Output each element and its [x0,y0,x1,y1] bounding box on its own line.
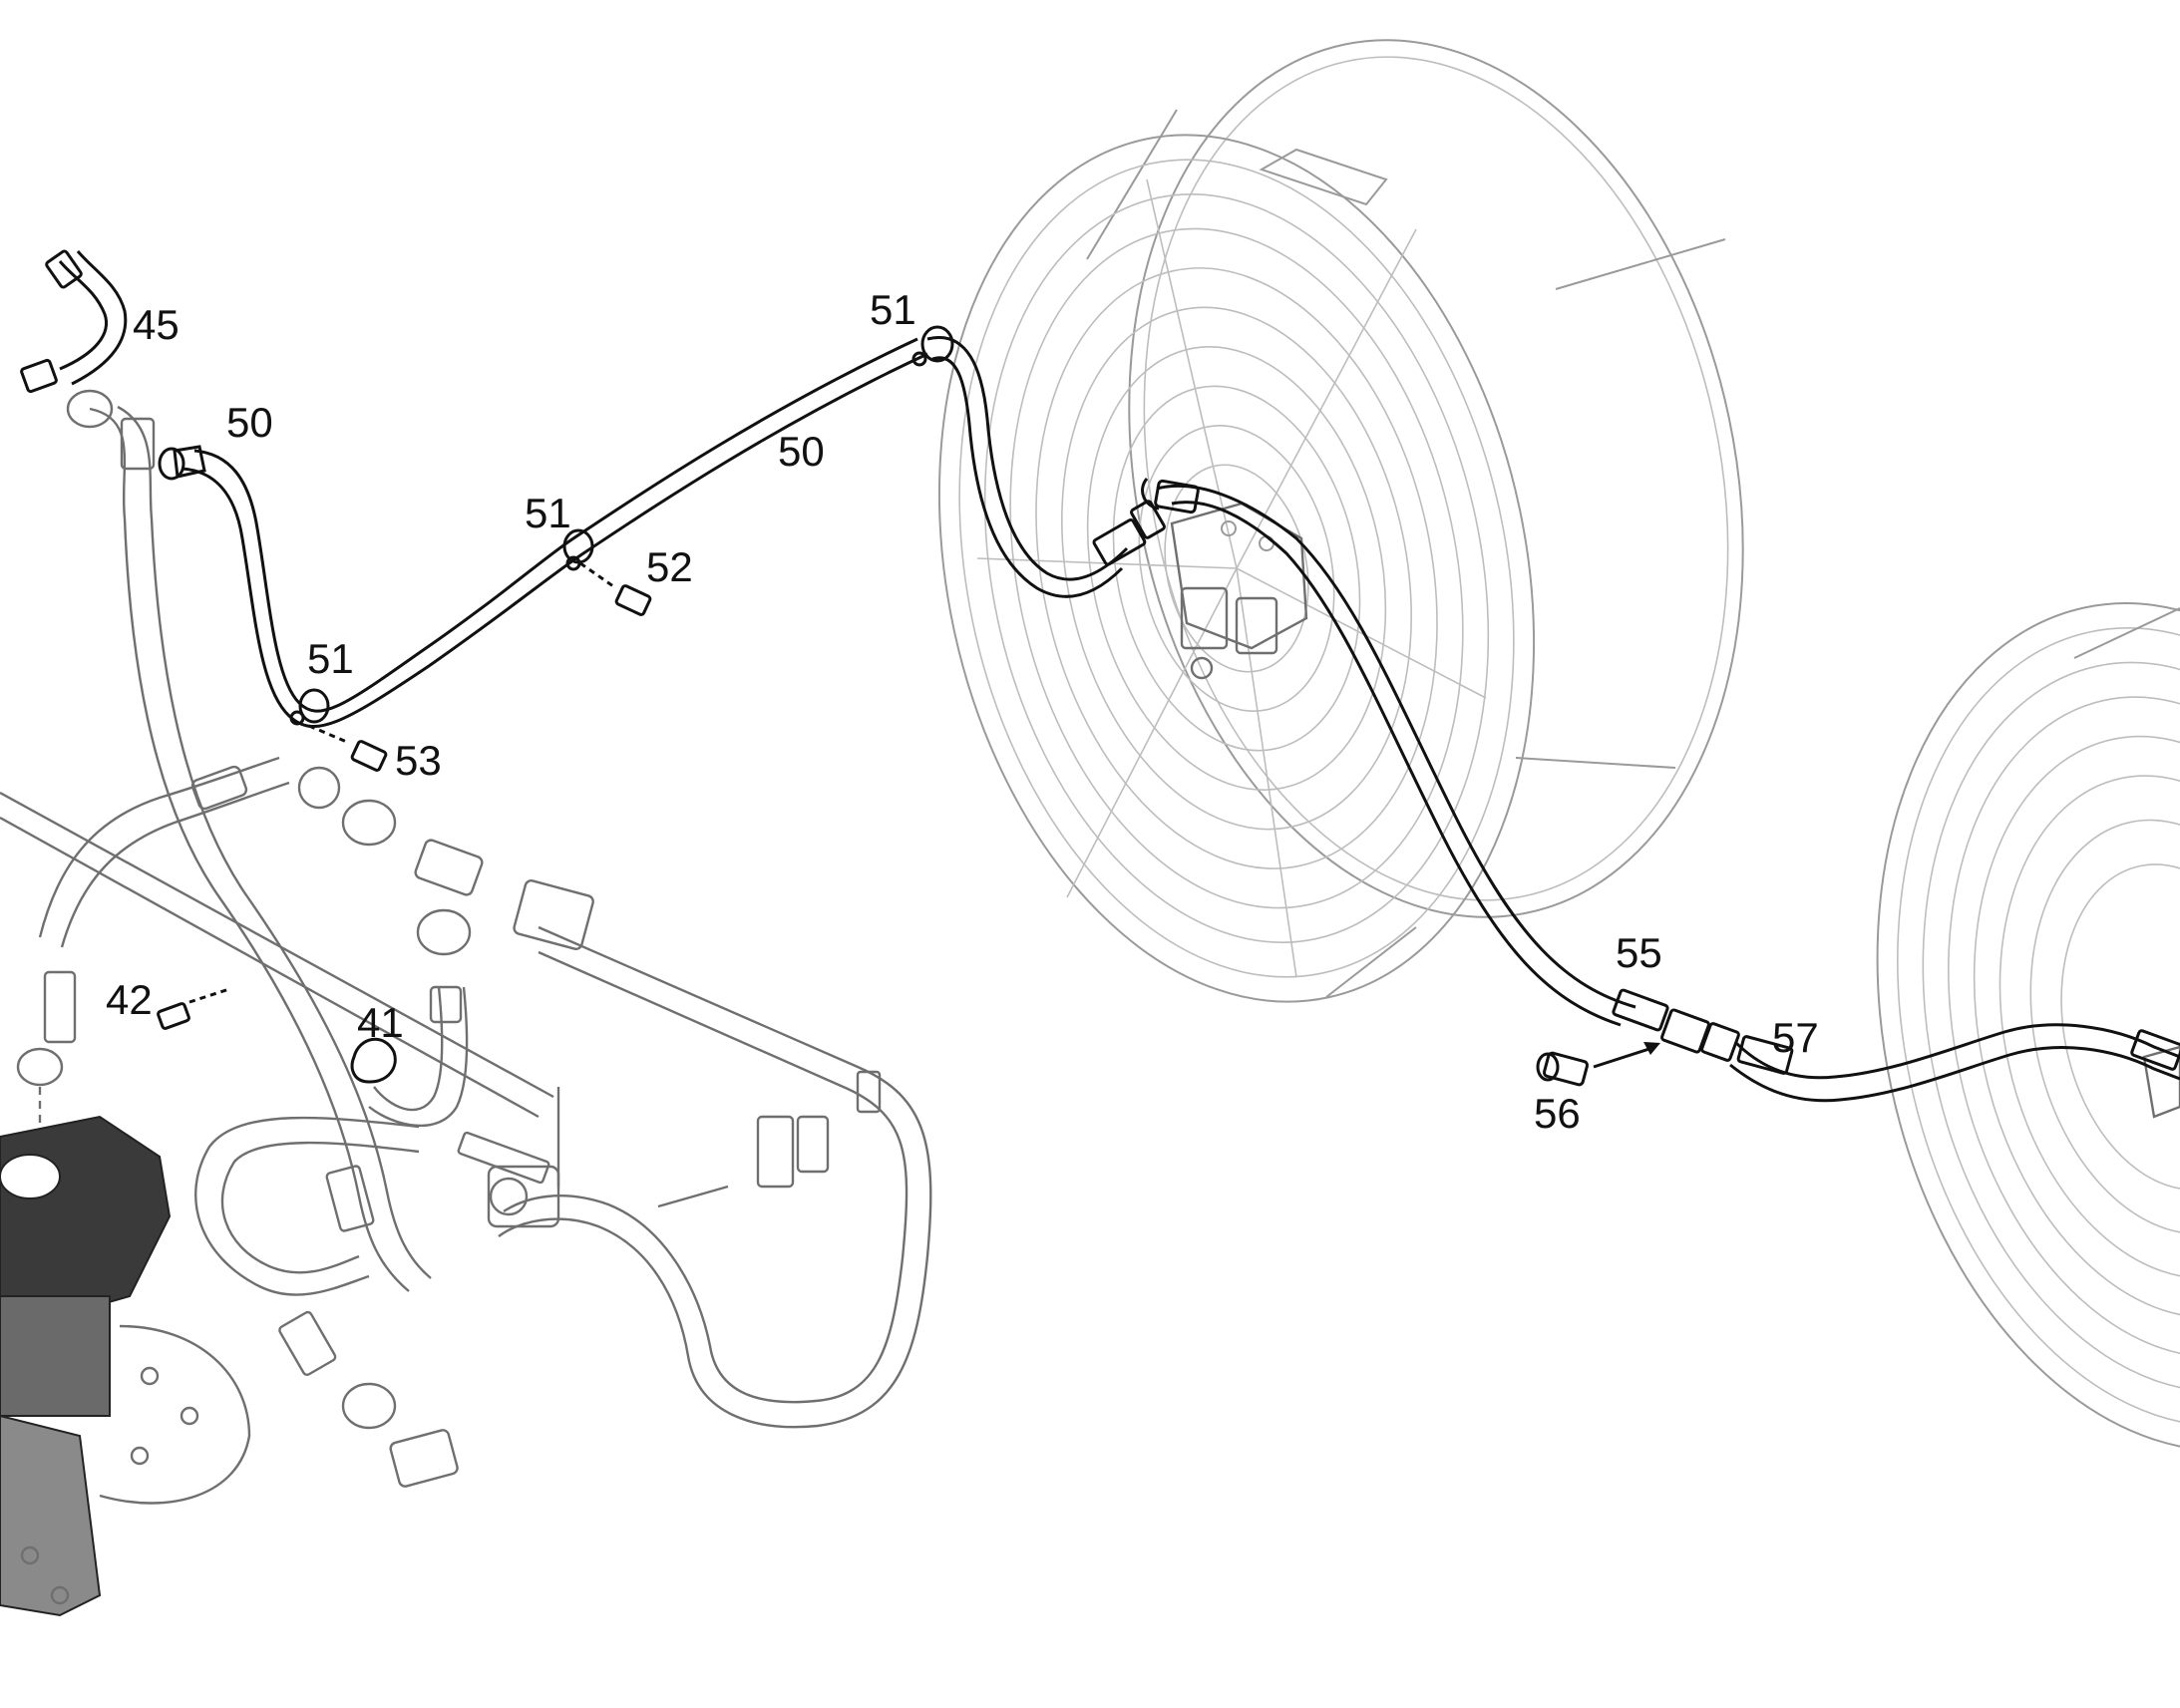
callout-51-left: 51 [307,635,354,682]
callout-51-top: 51 [870,286,916,333]
small-parts [20,249,954,772]
callout-45: 45 [133,301,180,348]
callout-55: 55 [1616,929,1662,976]
callout-52: 52 [646,543,693,590]
callout-56: 56 [1534,1090,1581,1137]
callout-53: 53 [395,737,442,784]
main-fan-assembly [937,39,1744,1003]
hose-55-57 [1141,478,2180,1103]
hose-to-fan [926,336,1166,598]
pump-and-piping-assembly [0,389,932,1617]
callout-50-left: 50 [226,399,273,446]
callout-57: 57 [1772,1014,1819,1061]
callout-42: 42 [106,976,153,1023]
callout-51-mid: 51 [525,490,571,536]
callout-50-mid: 50 [778,428,825,475]
hose-50 [158,337,928,729]
second-fan-assembly [1876,602,2180,1452]
callout-41: 41 [357,999,404,1046]
